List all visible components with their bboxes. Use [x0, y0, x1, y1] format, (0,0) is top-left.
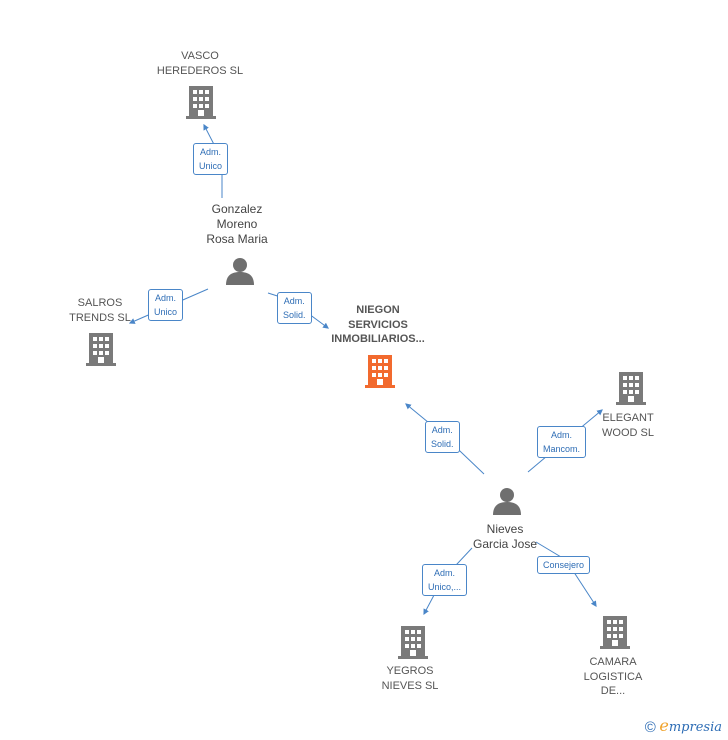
edge-label-nieves-camara: Consejero [537, 556, 591, 574]
node-gonzalez-moreno[interactable]: Gonzalez Moreno Rosa Maria [206, 202, 268, 246]
brand-initial: e [659, 716, 669, 735]
building-icon [600, 616, 630, 649]
building-icon [616, 372, 646, 405]
edge-label-nieves-niegon: Adm. Solid. [425, 421, 460, 453]
edge-label-gonzalez-vasco: Adm. Unico [193, 143, 229, 175]
person-icon [226, 258, 254, 285]
node-niegon-servicios[interactable]: NIEGON SERVICIOS INMOBILIARIOS... [331, 304, 425, 345]
edge-label-nieves-yegros: Adm. Unico,... [422, 564, 468, 596]
node-yegros-nieves[interactable]: YEGROS NIEVES SL [381, 665, 439, 692]
node-nieves-garcia[interactable]: Nieves Garcia Jose [472, 522, 538, 551]
building-icon [398, 626, 428, 659]
building-icon [186, 86, 216, 119]
node-vasco-herederos[interactable]: VASCO HEREDEROS SL [156, 50, 244, 77]
person-icon [493, 488, 521, 515]
main-building-icon [365, 355, 395, 388]
edge-label-gonzalez-niegon: Adm. Solid. [277, 292, 312, 324]
edge-label-nieves-elegant: Adm. Mancom. [537, 426, 587, 458]
node-camara-logistica[interactable]: CAMARA LOGISTICA DE... [583, 656, 643, 697]
empresia-logo[interactable]: © empresia [645, 716, 722, 736]
edge-label-gonzalez-salros: Adm. Unico [148, 289, 184, 321]
brand-name: mpresia [668, 720, 722, 735]
copyright-symbol: © [644, 719, 656, 736]
building-icon [86, 333, 116, 366]
node-elegant-wood[interactable]: ELEGANT WOOD SL [602, 412, 654, 439]
node-salros-trends[interactable]: SALROS TRENDS SL [69, 297, 131, 324]
